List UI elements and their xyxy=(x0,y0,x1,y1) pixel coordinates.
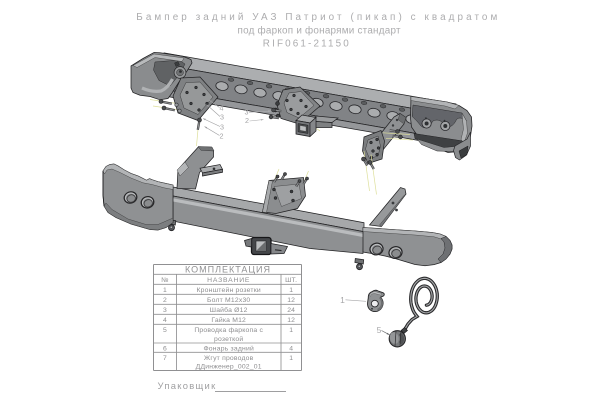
svg-text:ДДинженер_002_01: ДДинженер_002_01 xyxy=(196,363,262,370)
svg-text:3: 3 xyxy=(245,108,249,117)
svg-text:3: 3 xyxy=(163,307,167,314)
svg-text:24: 24 xyxy=(287,307,295,314)
svg-text:Болт М12х30: Болт М12х30 xyxy=(207,297,250,304)
svg-text:1: 1 xyxy=(289,355,293,362)
svg-text:Гайка М12: Гайка М12 xyxy=(211,316,246,324)
svg-text:розеткой: розеткой xyxy=(214,335,243,343)
svg-text:Жгут проводов: Жгут проводов xyxy=(204,355,254,362)
svg-text:4: 4 xyxy=(163,317,167,324)
svg-text:1: 1 xyxy=(340,295,345,305)
svg-text:Проводка фаркопа с: Проводка фаркопа с xyxy=(194,327,263,334)
svg-text:4: 4 xyxy=(289,345,293,352)
svg-text:2: 2 xyxy=(245,116,249,125)
svg-text:3: 3 xyxy=(220,113,224,122)
svg-text:ШТ.: ШТ. xyxy=(285,277,297,284)
svg-text:№: № xyxy=(161,277,169,284)
svg-text:1: 1 xyxy=(289,327,293,334)
svg-text:1: 1 xyxy=(289,287,293,294)
svg-text:Бампер задний УАЗ Патриот (пик: Бампер задний УАЗ Патриот (пикап) с квад… xyxy=(136,12,497,23)
svg-text:5: 5 xyxy=(163,327,167,334)
svg-text:2: 2 xyxy=(163,297,167,304)
svg-text:Фонарь задний: Фонарь задний xyxy=(203,344,254,352)
svg-text:под фаркоп и фонарями стандарт: под фаркоп и фонарями стандарт xyxy=(238,25,401,36)
svg-text:КОМПЛЕКТАЦИЯ: КОМПЛЕКТАЦИЯ xyxy=(185,264,270,274)
svg-text:Кронштейн розетки: Кронштейн розетки xyxy=(197,286,261,294)
svg-text:Шайба Ø12: Шайба Ø12 xyxy=(210,306,248,314)
svg-text:2: 2 xyxy=(220,132,224,141)
svg-text:7: 7 xyxy=(163,355,167,362)
svg-text:Упаковщик: Упаковщик xyxy=(158,380,217,391)
svg-text:6: 6 xyxy=(163,345,167,352)
svg-text:4: 4 xyxy=(220,104,224,113)
svg-text:12: 12 xyxy=(287,297,295,304)
svg-text:3: 3 xyxy=(220,123,224,132)
svg-text:5: 5 xyxy=(377,325,382,335)
svg-text:НАЗВАНИЕ: НАЗВАНИЕ xyxy=(207,277,250,284)
svg-text:1: 1 xyxy=(163,287,167,294)
svg-text:12: 12 xyxy=(287,317,295,324)
